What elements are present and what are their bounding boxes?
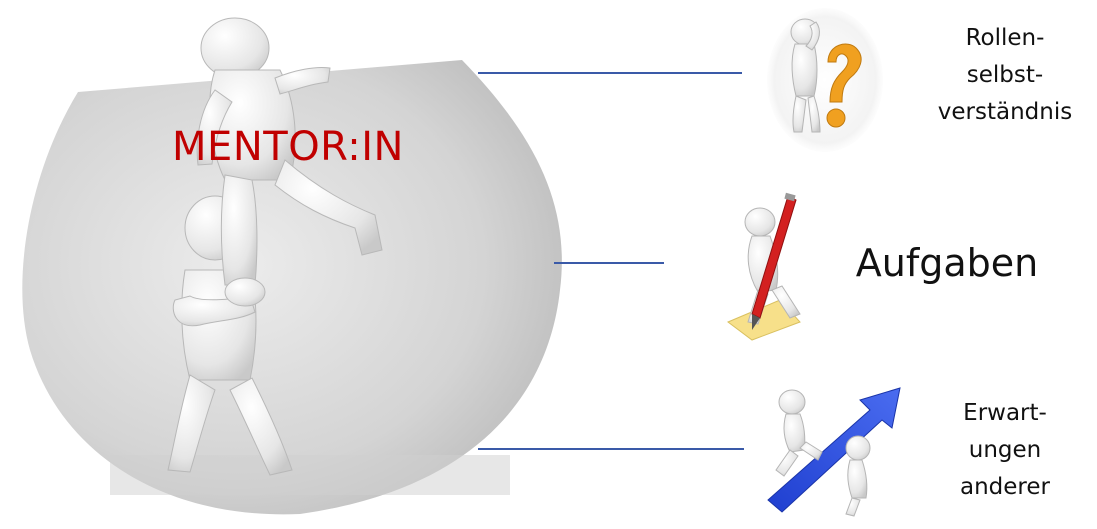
- label-line: Rollen-: [915, 20, 1095, 57]
- label-erwartungen-anderer: Erwart- ungen anderer: [915, 395, 1095, 506]
- label-line: Aufgaben: [832, 238, 1062, 288]
- arrow-helping-figures-icon: [768, 388, 900, 516]
- label-line: Erwart-: [915, 395, 1095, 432]
- label-rollenselbstverstaendnis: Rollen- selbst- verständnis: [915, 20, 1095, 131]
- label-line: selbst-: [915, 57, 1095, 94]
- label-line: ungen: [915, 432, 1095, 469]
- label-line: anderer: [915, 469, 1095, 506]
- label-aufgaben: Aufgaben: [832, 238, 1062, 288]
- label-line: verständnis: [915, 94, 1095, 131]
- question-mark-figure-icon: [767, 8, 883, 152]
- writing-pencil-figure-icon: [728, 193, 800, 340]
- mentor-image: [22, 18, 562, 514]
- mentor-title: MENTOR:IN: [138, 124, 438, 170]
